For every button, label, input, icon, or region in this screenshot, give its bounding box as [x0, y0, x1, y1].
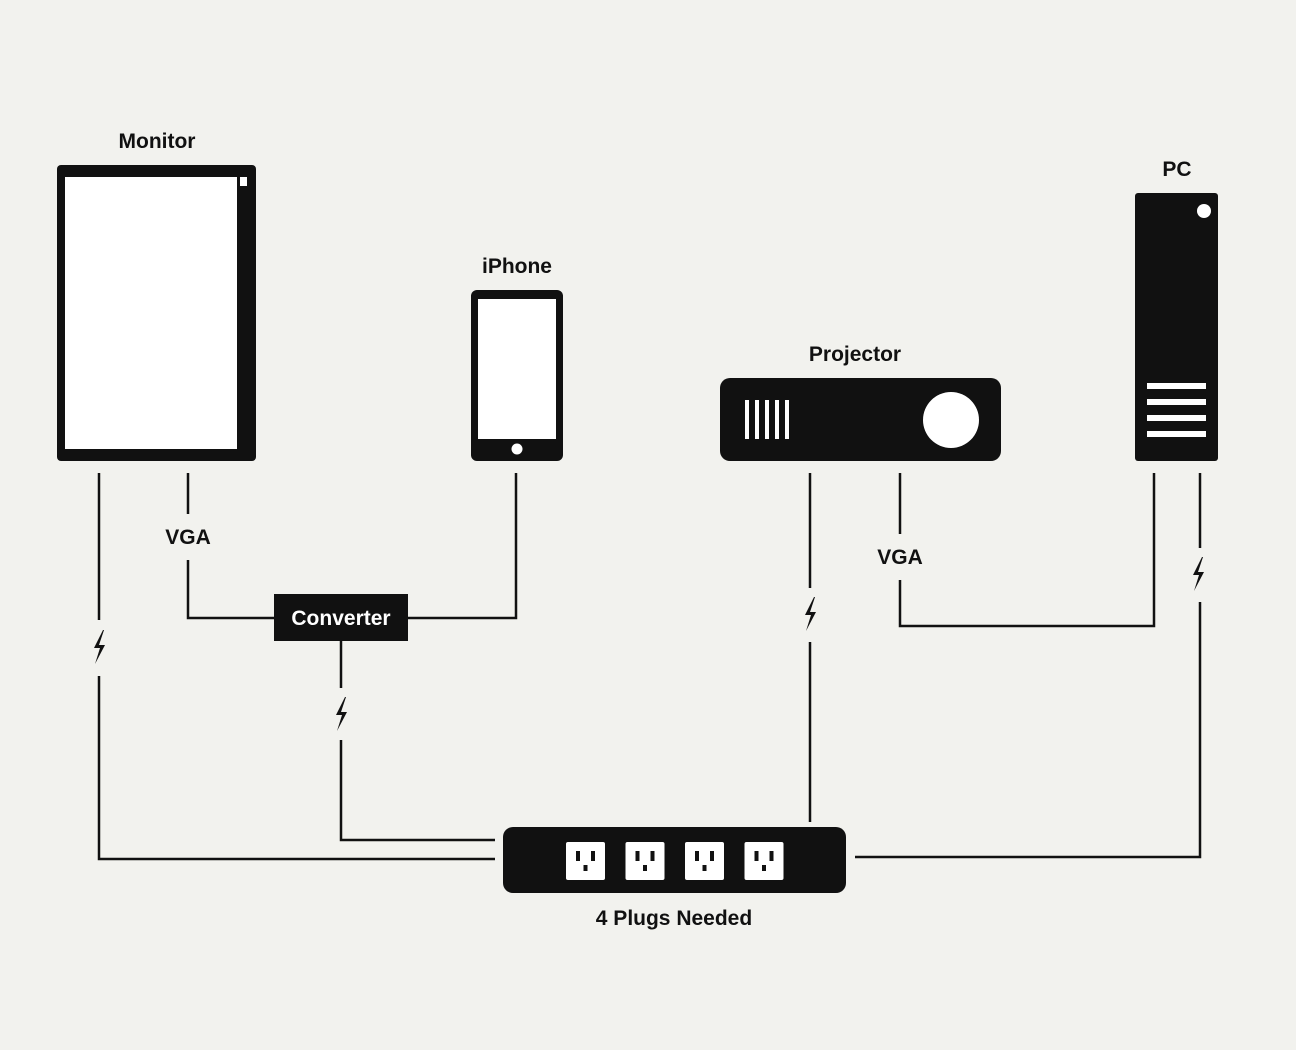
- pc-drive-bays: [1147, 383, 1206, 437]
- outlets: [566, 842, 784, 880]
- monitor-power-led: [240, 177, 247, 186]
- power-bolt-icon: [94, 630, 105, 664]
- pc-power-button: [1197, 204, 1211, 218]
- power-bolts: [94, 557, 1204, 731]
- iphone-device: iPhone: [471, 255, 563, 461]
- monitor-device: Monitor: [57, 130, 256, 461]
- pc-device: PC: [1135, 158, 1218, 461]
- outlet-icon: [566, 842, 605, 880]
- monitor-vga-label: VGA: [165, 526, 211, 549]
- projector-vents: [745, 400, 789, 439]
- iphone-screen: [478, 299, 556, 439]
- projector-device: Projector: [720, 343, 1001, 461]
- outlet-icon: [625, 842, 665, 880]
- projector-label: Projector: [809, 343, 901, 366]
- monitor-screen: [65, 177, 237, 449]
- power-bolt-icon: [336, 697, 347, 731]
- projector-vga-cable: [898, 473, 1156, 628]
- converter-icon: [274, 594, 408, 641]
- outlet-icon: [685, 842, 724, 880]
- monitor-label: Monitor: [119, 130, 196, 153]
- power-bolt-icon: [1193, 557, 1204, 591]
- projector-vga-label: VGA: [877, 546, 923, 569]
- power-strip-icon: [503, 827, 846, 893]
- power-bolt-icon: [805, 597, 816, 631]
- pc-label: PC: [1162, 158, 1191, 181]
- monitor-power-cable: [97, 473, 495, 861]
- pc-power-cable: [855, 473, 1202, 859]
- power-strip-label: 4 Plugs Needed: [596, 907, 752, 930]
- iphone-cable: [407, 473, 518, 620]
- converter-label: Converter: [291, 607, 390, 630]
- wires: [97, 473, 1202, 861]
- projector-lens: [923, 392, 979, 448]
- converter-power-cable: [339, 640, 495, 842]
- monitor-vga-cable: [186, 473, 275, 620]
- outlet-icon: [744, 842, 784, 880]
- converter-box: Converter: [274, 594, 408, 641]
- power-strip: 4 Plugs Needed: [503, 827, 846, 930]
- iphone-label: iPhone: [482, 255, 552, 278]
- projector-icon: [720, 378, 1001, 461]
- pc-tower-icon: [1135, 193, 1218, 461]
- iphone-home-button: [511, 443, 523, 455]
